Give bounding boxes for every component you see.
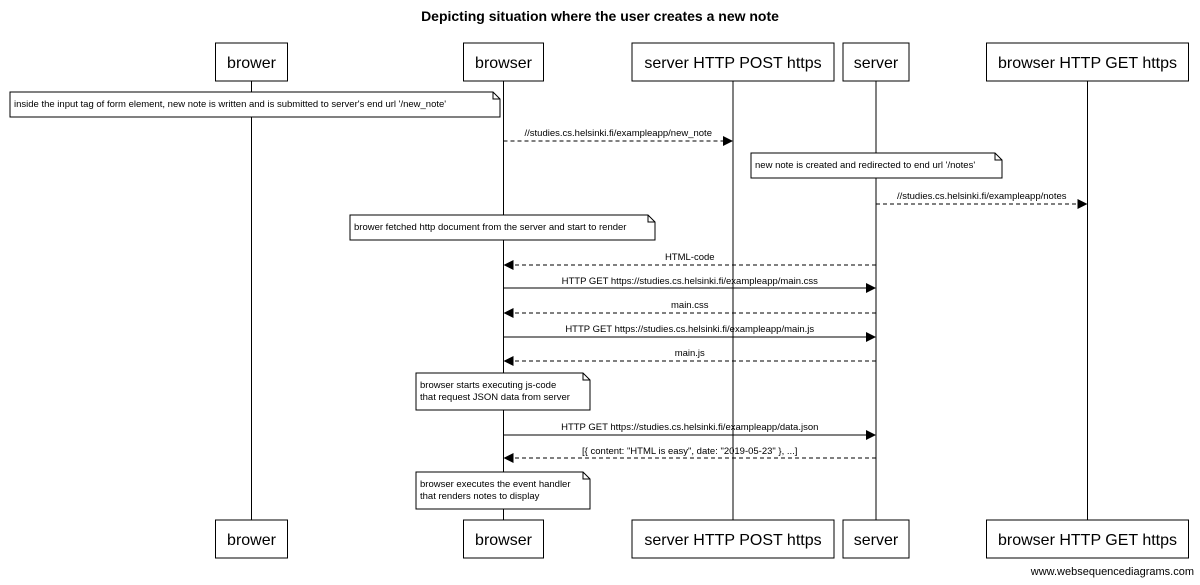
participant-label: brower [227,55,277,72]
note-fold [582,472,590,480]
diagram-title: Depicting situation where the user creat… [421,8,779,24]
note-text: new note is created and redirected to en… [755,160,975,171]
message-arrow: HTTP GET https://studies.cs.helsinki.fi/… [503,324,876,342]
participant-label: server [854,532,899,549]
message-label: [{ content: "HTML is easy", date: "2019-… [582,446,797,457]
participant-box [631,42,835,82]
note-box [750,152,1003,179]
message-arrow: HTML-code [503,252,876,270]
participant-label: server HTTP POST https [644,55,821,72]
participant-box [463,519,544,559]
message-label: //studies.cs.helsinki.fi/exampleapp/note… [897,191,1067,202]
participant-label: browser [475,532,533,549]
message-label: main.js [675,348,705,359]
note-text: that renders notes to display [420,491,540,502]
participant-bottom-server: server [842,519,910,559]
message-arrow: //studies.cs.helsinki.fi/exampleapp/new_… [503,128,733,146]
message-arrow: //studies.cs.helsinki.fi/exampleapp/note… [876,191,1088,209]
message-label: HTTP GET https://studies.cs.helsinki.fi/… [565,324,814,335]
participant-label: server HTTP POST https [644,532,821,549]
participant-bottom-get: browser HTTP GET https [986,519,1189,559]
note: brower fetched http document from the se… [349,214,656,241]
participant-label: browser HTTP GET https [998,55,1177,72]
participant-bottom-browser: browser [463,519,544,559]
participant-box [215,42,288,82]
participant-top-brower: brower [215,42,288,82]
note-text: browser starts executing js-code [420,380,556,391]
participant-top-browser: browser [463,42,544,82]
note-fold [994,153,1002,161]
footer-credit: www.websequencediagrams.com [1030,566,1194,578]
participant-label: server [854,55,899,72]
participant-top-post: server HTTP POST https [631,42,835,82]
message-label: HTTP GET https://studies.cs.helsinki.fi/… [561,422,818,433]
message-arrow: main.js [503,348,876,366]
note: new note is created and redirected to en… [750,152,1003,179]
message-label: //studies.cs.helsinki.fi/exampleapp/new_… [525,128,712,139]
note-text: inside the input tag of form element, ne… [14,99,446,110]
message-arrow: HTTP GET https://studies.cs.helsinki.fi/… [503,422,876,440]
message-arrow: [{ content: "HTML is easy", date: "2019-… [503,446,876,463]
participant-bottom-brower: brower [215,519,288,559]
message-label: main.css [671,300,709,311]
message-arrow: main.css [503,300,876,318]
participant-label: browser HTTP GET https [998,532,1177,549]
note-box [415,471,591,510]
participant-label: brower [227,532,277,549]
participant-box [986,519,1189,559]
note-box [9,91,501,118]
message-arrow: HTTP GET https://studies.cs.helsinki.fi/… [503,276,876,293]
participant-box [842,519,910,559]
note-text: brower fetched http document from the se… [354,222,626,233]
participant-box [463,42,544,82]
participant-box [215,519,288,559]
note-box [415,372,591,411]
note-fold [647,215,655,223]
note-text: that request JSON data from server [420,392,570,403]
note-fold [582,373,590,381]
note: inside the input tag of form element, ne… [9,91,501,118]
message-label: HTTP GET https://studies.cs.helsinki.fi/… [562,276,818,287]
participant-top-server: server [842,42,910,82]
participant-box [986,42,1189,82]
note-fold [492,92,500,100]
participant-box [631,519,835,559]
participant-box [842,42,910,82]
note-box [349,214,656,241]
message-label: HTML-code [665,252,715,263]
note-text: browser executes the event handler [420,479,571,490]
participant-bottom-post: server HTTP POST https [631,519,835,559]
participant-top-get: browser HTTP GET https [986,42,1189,82]
participant-label: browser [475,55,533,72]
